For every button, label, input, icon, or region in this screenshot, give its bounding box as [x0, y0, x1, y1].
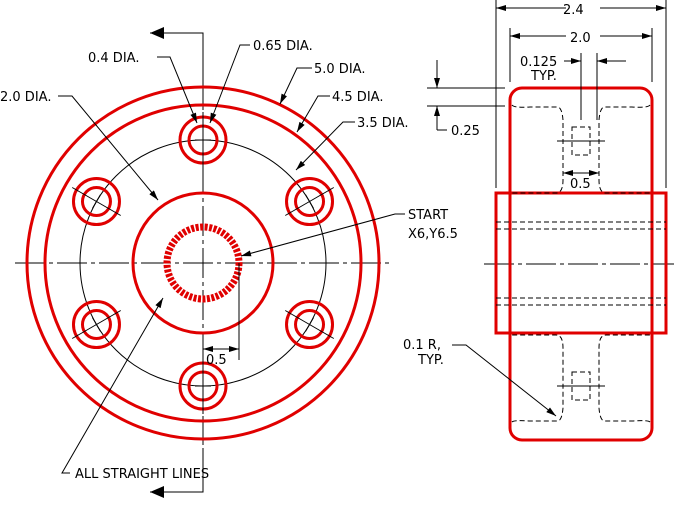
label-spline-dim: 0.5 — [206, 353, 227, 368]
bolt-hole-circle — [80, 309, 112, 340]
dim-web-hub: 0.5 — [570, 177, 591, 192]
label-note: ALL STRAIGHT LINES — [75, 467, 209, 482]
dim-rim-width: 2.0 — [570, 31, 591, 46]
bolt-hole-circle — [71, 177, 121, 226]
hub-circle — [131, 191, 275, 335]
bolt-hole-circle — [294, 309, 326, 340]
section-arrow-bottom — [150, 448, 204, 493]
dim-web-thickness: 0.125 — [520, 55, 557, 70]
bolt-hole-circle — [294, 186, 326, 217]
label-fillet-r: 0.1 R, — [403, 338, 441, 353]
rim-circle — [43, 103, 363, 423]
bolt-hole-circle — [285, 177, 335, 226]
dim-overall-width: 2.4 — [563, 3, 584, 18]
label-hub-dia: 2.0 DIA. — [0, 90, 51, 105]
bolt-hole-circle — [80, 186, 112, 217]
bolt-hole-circle — [71, 300, 121, 349]
outer-circle — [25, 85, 381, 441]
hub-outline — [494, 191, 668, 335]
label-counterbore-dia: 0.65 DIA. — [253, 39, 313, 54]
label-start: START — [408, 208, 448, 223]
front-view: 0.4 DIA. 0.65 DIA. 5.0 DIA. 4.5 DIA. 3.5… — [0, 27, 458, 498]
label-hole-dia: 0.4 DIA. — [88, 51, 139, 66]
bolt-holes — [71, 112, 335, 414]
label-outer-dia: 5.0 DIA. — [314, 62, 365, 77]
section-arrow-top — [150, 32, 204, 80]
label-start-coords: X6,Y6.5 — [408, 227, 458, 242]
label-fillet-typ: TYP. — [417, 353, 444, 368]
label-rim-dia: 4.5 DIA. — [332, 90, 383, 105]
side-view: 2.4 2.0 0.125 TYP. 0.25 0.5 0.1 R, TYP. — [403, 0, 674, 442]
dim-web-typ: TYP. — [530, 69, 557, 84]
bolt-hole-circle — [285, 300, 335, 349]
label-bolt-circle-dia: 3.5 DIA. — [357, 116, 408, 131]
dim-rim-thickness: 0.25 — [451, 124, 480, 139]
